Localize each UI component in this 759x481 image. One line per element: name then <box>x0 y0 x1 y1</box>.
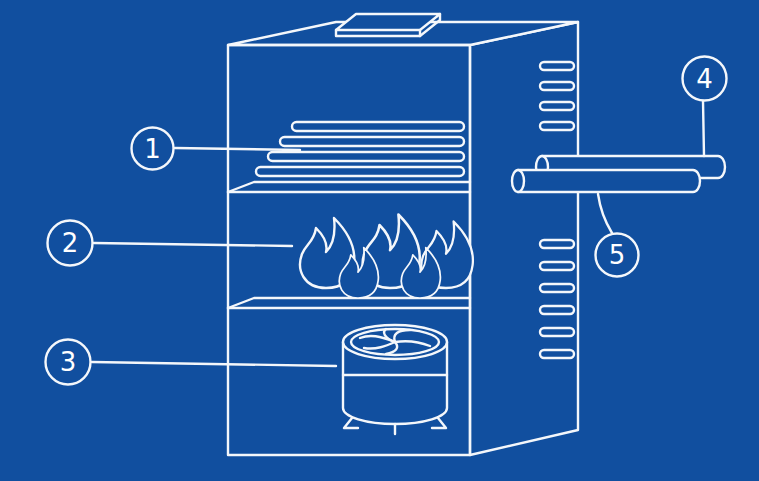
leader-line <box>94 243 292 246</box>
blower-fan <box>343 325 447 434</box>
fan-blade <box>395 341 430 346</box>
side-vents <box>540 62 574 358</box>
vent-slot <box>540 62 574 70</box>
fan-grill <box>351 329 439 355</box>
leader-line <box>175 148 300 150</box>
vent-slot <box>540 328 574 336</box>
pipes <box>512 156 725 192</box>
shelf-line <box>228 182 470 192</box>
vent-slot <box>540 102 574 110</box>
vent-slot <box>540 82 574 90</box>
callout-number: 2 <box>62 230 79 256</box>
callout-circle: 3 <box>44 338 92 386</box>
callout-ring <box>596 234 639 277</box>
callout-ring <box>683 57 727 101</box>
callout-ring <box>132 128 174 170</box>
leader-lines <box>92 101 704 366</box>
flame <box>401 248 440 298</box>
callout-circle: 2 <box>46 219 94 267</box>
fan-band <box>343 374 447 376</box>
leader-line <box>92 362 336 366</box>
callout-ring <box>48 221 93 266</box>
exchanger-tube <box>268 152 464 161</box>
fan-blade <box>384 329 395 342</box>
callout-circle: 5 <box>594 232 640 278</box>
furnace-cabinet <box>228 14 578 455</box>
vent-slot <box>540 240 574 248</box>
flame <box>339 248 378 298</box>
vent-slot <box>540 306 574 314</box>
vent-slot <box>540 262 574 270</box>
flue-collar-front <box>336 30 420 36</box>
fan-foot <box>394 424 396 434</box>
vent-slot <box>540 122 574 130</box>
shelf-line <box>228 307 470 309</box>
callout-number: 1 <box>144 136 161 162</box>
fan-foot <box>344 418 358 428</box>
callout-number: 3 <box>60 349 77 375</box>
callout-circle: 1 <box>130 126 175 171</box>
flue-collar-top <box>336 14 440 30</box>
callout-ring <box>46 340 91 385</box>
leader-line <box>703 101 704 156</box>
fan-top <box>343 325 447 359</box>
vent-slot <box>540 350 574 358</box>
fan-blade <box>364 342 395 349</box>
pipe-end <box>512 170 524 192</box>
burner-flames <box>300 215 473 299</box>
callout-number: 5 <box>609 242 626 268</box>
exchanger-tube <box>256 167 464 176</box>
exchanger-tube <box>280 137 464 146</box>
callout-number: 4 <box>696 66 713 92</box>
pipe <box>518 170 700 192</box>
flue-collar-side <box>420 14 440 36</box>
cabinet-side <box>470 22 578 455</box>
shelf-line <box>228 298 470 308</box>
shelf-line <box>228 191 470 193</box>
fan-foot <box>432 418 446 428</box>
exchanger-tube <box>292 122 464 131</box>
leader-line <box>598 194 612 233</box>
callout-circle: 4 <box>681 55 728 102</box>
vent-slot <box>540 284 574 292</box>
